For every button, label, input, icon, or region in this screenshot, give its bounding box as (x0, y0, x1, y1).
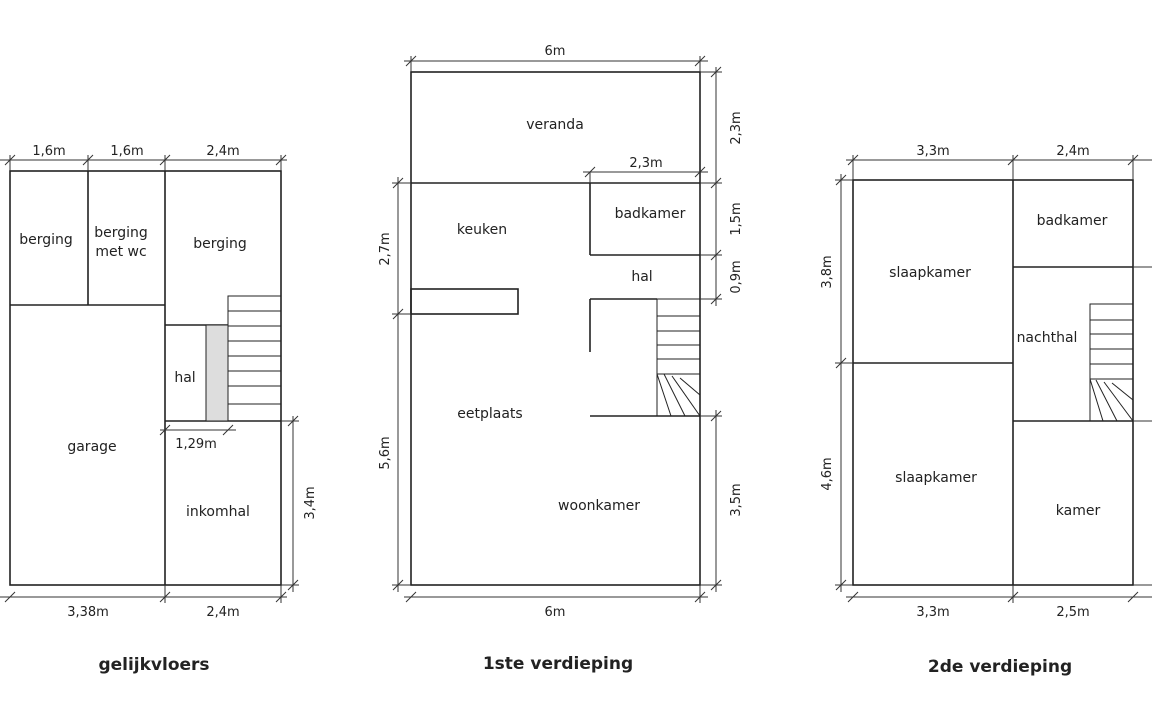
room-label-inkomhal: inkomhal (186, 504, 250, 520)
room-label-badkamer: badkamer (1037, 213, 1108, 229)
room-label-slaapkamer-1: slaapkamer (889, 265, 971, 281)
dim-label: 3,5m (729, 483, 744, 516)
first-floor-stairs (656, 298, 701, 417)
dim-label: 1,29m (175, 437, 217, 452)
dim-label: 1,6m (32, 144, 65, 159)
dim-label: 5,6m (378, 436, 393, 469)
dim-label: 4,6m (820, 457, 835, 490)
hal-stair-stringer (205, 324, 229, 422)
room-label-badkamer: badkamer (615, 206, 686, 222)
second-floor-plan: slaapkamer badkamer nachthal slaapkamer … (820, 144, 1152, 677)
room-label-keuken: keuken (457, 222, 507, 238)
dim-label: 6m (545, 605, 566, 620)
ground-floor-plan: berging berging met wc berging hal garag… (0, 144, 318, 675)
first-floor-plan: veranda keuken badkamer hal eetplaats wo… (378, 44, 744, 674)
dim-label: 3,38m (67, 605, 109, 620)
room-label-woonkamer: woonkamer (558, 498, 640, 514)
ground-floor-stairs (227, 295, 282, 422)
kitchen-counter (410, 288, 519, 315)
dim-label: 2,7m (378, 232, 393, 265)
room-label-eetplaats: eetplaats (457, 406, 522, 422)
floor-title-gelijkvloers: gelijkvloers (98, 655, 209, 675)
dim-label: 3,8m (820, 255, 835, 288)
dim-label: 3,4m (303, 486, 318, 519)
dim-label: 2,4m (206, 144, 239, 159)
dim-label: 6m (545, 44, 566, 59)
dim-label: 3,3m (916, 144, 949, 159)
room-label-hal: hal (631, 269, 652, 285)
room-label-met-wc: met wc (95, 244, 146, 260)
dim-label: 2,4m (1056, 144, 1089, 159)
room-label-kamer: kamer (1056, 503, 1101, 519)
dim-label: 3,3m (916, 605, 949, 620)
dim-label: 2,3m (729, 111, 744, 144)
dim-label: 1,6m (110, 144, 143, 159)
floor-title-1ste-verdieping: 1ste verdieping (483, 654, 633, 674)
room-label-veranda: veranda (526, 117, 584, 133)
room-label-hal: hal (174, 370, 195, 386)
room-label-nachthal: nachthal (1017, 330, 1078, 346)
room-label-garage: garage (67, 439, 116, 455)
room-label-berging-1: berging (19, 232, 73, 248)
floor-title-2de-verdieping: 2de verdieping (928, 657, 1072, 677)
dim-label: 1,5m (729, 202, 744, 235)
dim-label: 2,4m (206, 605, 239, 620)
second-floor-stairs (1089, 303, 1134, 422)
room-label-berging-3: berging (193, 236, 247, 252)
room-label-slaapkamer-2: slaapkamer (895, 470, 977, 486)
dim-label: 2,3m (629, 156, 662, 171)
dim-label: 0,9m (729, 260, 744, 293)
dim-label: 2,5m (1056, 605, 1089, 620)
room-label-berging-2: berging (94, 225, 148, 241)
